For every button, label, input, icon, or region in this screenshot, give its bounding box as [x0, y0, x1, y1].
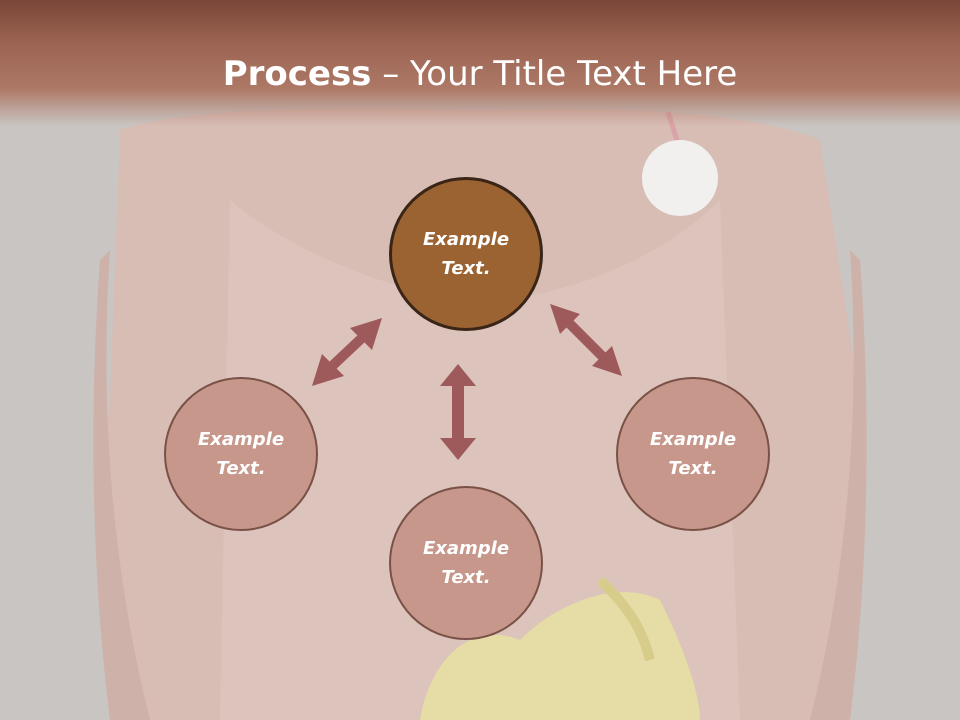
double-arrow-vertical — [440, 364, 476, 460]
title-rest: – Your Title Text Here — [371, 54, 738, 94]
node-right-line1: Example — [649, 429, 737, 450]
process-node-left: Example Text. — [164, 377, 318, 531]
node-top-line1: Example — [422, 229, 510, 250]
process-node-bottom: Example Text. — [389, 486, 543, 640]
process-node-right: Example Text. — [616, 377, 770, 531]
title-bold: Process — [222, 54, 372, 94]
node-left-line2: Text. — [216, 458, 266, 479]
process-node-top: Example Text. — [389, 177, 543, 331]
node-right-line2: Text. — [668, 458, 718, 479]
slide-title: Process – Your Title Text Here — [0, 50, 960, 98]
title-band — [0, 0, 960, 126]
node-bottom-line1: Example — [422, 538, 510, 559]
node-top-line2: Text. — [441, 258, 491, 279]
double-arrow-upper-right — [550, 304, 622, 376]
double-arrow-upper-left — [312, 318, 382, 386]
node-left-line1: Example — [197, 429, 285, 450]
node-bottom-line2: Text. — [441, 567, 491, 588]
